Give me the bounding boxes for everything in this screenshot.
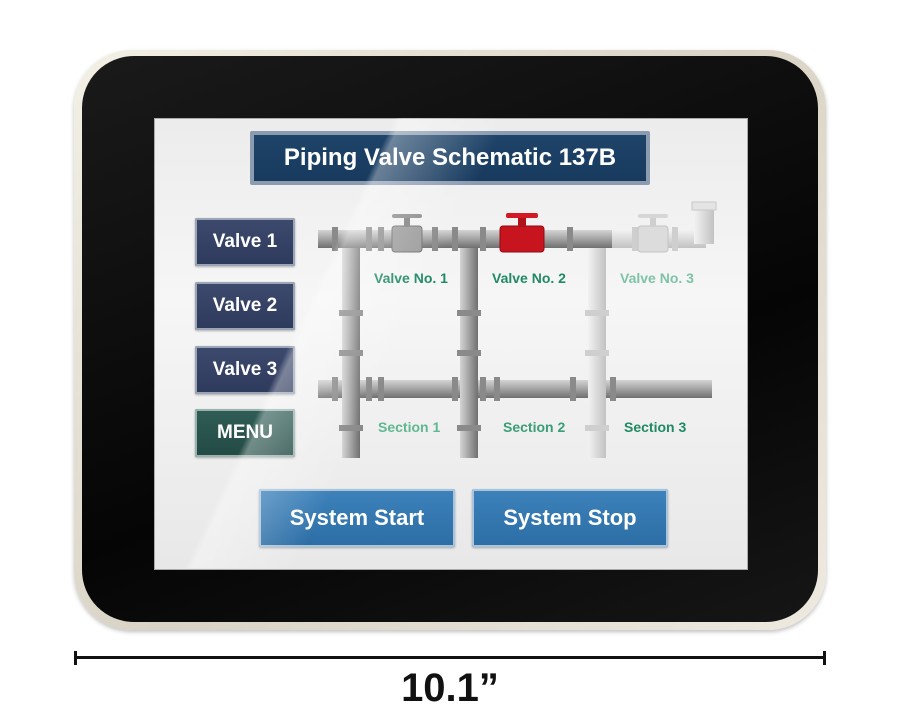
valve-2-icon	[499, 213, 545, 253]
valve-3-button[interactable]: Valve 3	[195, 346, 295, 394]
menu-button[interactable]: MENU	[195, 409, 295, 457]
valve-1-label: Valve No. 1	[374, 270, 448, 286]
section-1-label: Section 1	[378, 419, 441, 435]
dimension-line	[74, 651, 826, 665]
valve-1-icon	[391, 214, 423, 253]
top-elbow	[694, 204, 714, 244]
section-3-label: Section 3	[624, 419, 687, 435]
valve-2-label: Valve No. 2	[492, 270, 566, 286]
valve-3-icon	[637, 214, 669, 253]
valve-1-button[interactable]: Valve 1	[195, 218, 295, 266]
section-2-label: Section 2	[503, 419, 566, 435]
screen-size-label: 10.1”	[401, 666, 499, 710]
bottom-pipe	[318, 380, 712, 398]
valve-3-label: Valve No. 3	[620, 270, 694, 286]
flanges	[332, 227, 616, 431]
page-title: Piping Valve Schematic 137B	[254, 135, 646, 181]
valve-2-button[interactable]: Valve 2	[195, 282, 295, 330]
pipe-schematic	[318, 201, 717, 458]
system-start-button[interactable]: System Start	[259, 489, 455, 547]
system-stop-button[interactable]: System Stop	[472, 489, 668, 547]
title-panel: Piping Valve Schematic 137B	[250, 131, 650, 185]
